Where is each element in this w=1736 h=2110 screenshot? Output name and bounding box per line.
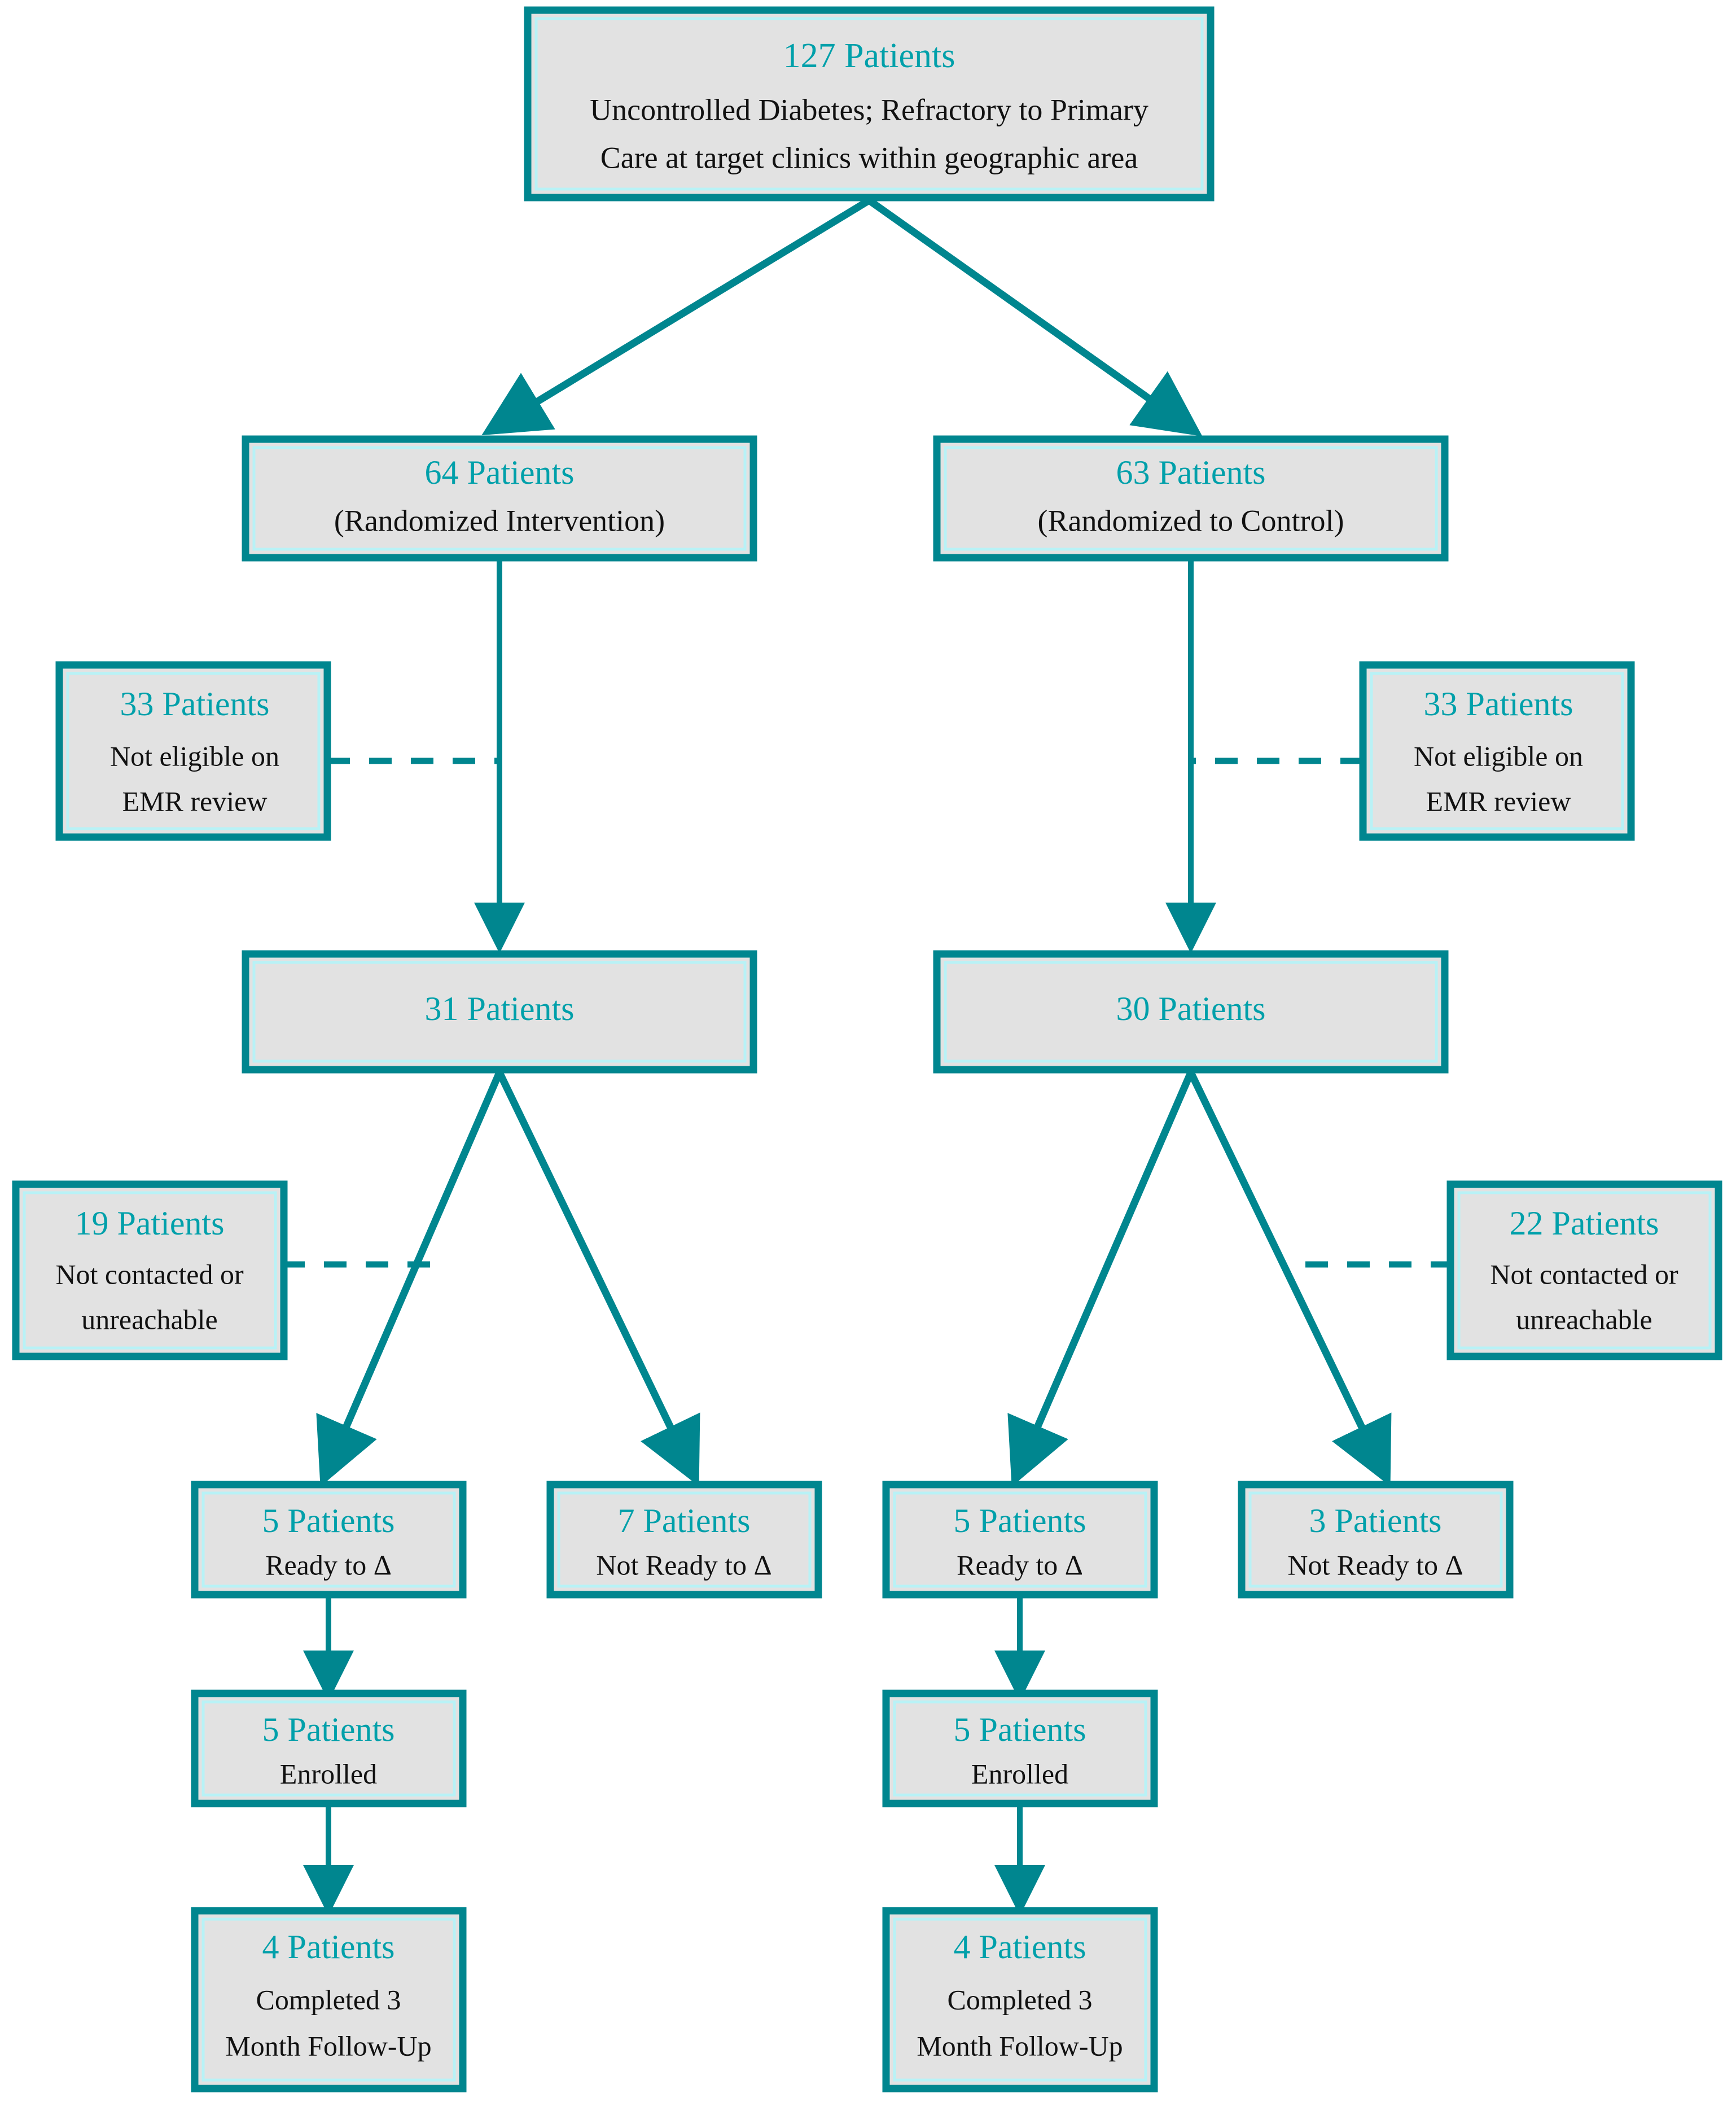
node-ready-right-count: 5 Patients xyxy=(954,1502,1086,1539)
node-unreachable-left-box xyxy=(12,1180,288,1360)
node-unreachable-right[interactable]: 22 Patients Not contacted or unreachable xyxy=(1446,1180,1722,1360)
node-unreachable-left-line2: unreachable xyxy=(81,1303,218,1335)
node-exclusion-right-line1: Not eligible on xyxy=(1414,740,1583,772)
node-enrolled-right-highlight xyxy=(893,1700,1147,1797)
node-intervention-line1: (Randomized Intervention) xyxy=(334,504,665,537)
node-ready-right-box xyxy=(882,1481,1158,1599)
node-followup-right-line1: Completed 3 xyxy=(948,1984,1093,2015)
node-screened-line1: Uncontrolled Diabetes; Refractory to Pri… xyxy=(590,93,1148,126)
node-notready-left-highlight xyxy=(557,1491,812,1588)
node-ready-left-line1: Ready to Δ xyxy=(265,1549,392,1581)
node-enrolled-left-highlight xyxy=(201,1700,456,1797)
node-followup-right-count: 4 Patients xyxy=(954,1928,1086,1965)
node-enrolled-right-box xyxy=(882,1689,1158,1807)
node-followup-left-box xyxy=(191,1907,467,2093)
node-enrolled-right[interactable]: 5 Patients Enrolled xyxy=(882,1689,1158,1807)
node-enrolled-right-count: 5 Patients xyxy=(954,1711,1086,1748)
node-intervention-count: 64 Patients xyxy=(425,454,575,491)
node-exclusion-left[interactable]: 33 Patients Not eligible on EMR review xyxy=(55,661,331,841)
node-enrolled-left-line1: Enrolled xyxy=(280,1758,377,1789)
node-ready-left-box xyxy=(191,1481,467,1599)
node-control-count: 63 Patients xyxy=(1116,454,1266,491)
node-notready-right[interactable]: 3 Patients Not Ready to Δ xyxy=(1238,1481,1514,1599)
node-unreachable-left-highlight xyxy=(23,1191,277,1350)
node-notready-left-line1: Not Ready to Δ xyxy=(596,1549,771,1581)
edge-eligible-right-to-notready xyxy=(1187,1071,1392,1487)
node-exclusion-right[interactable]: 33 Patients Not eligible on EMR review xyxy=(1359,661,1635,841)
node-followup-left[interactable]: 4 Patients Completed 3 Month Follow-Up xyxy=(191,1907,467,2093)
node-notready-right-highlight xyxy=(1248,1491,1503,1588)
node-control[interactable]: 63 Patients (Randomized to Control) xyxy=(933,435,1449,562)
node-followup-left-line1: Completed 3 xyxy=(256,1984,401,2015)
node-screened-box xyxy=(524,6,1215,202)
node-intervention-highlight xyxy=(252,446,747,551)
node-exclusion-right-highlight xyxy=(1370,672,1624,830)
node-exclusion-left-line2: EMR review xyxy=(122,785,268,817)
node-unreachable-right-line1: Not contacted or xyxy=(1490,1258,1678,1290)
node-notready-right-box xyxy=(1238,1481,1514,1599)
node-unreachable-right-box xyxy=(1446,1180,1722,1360)
node-unreachable-right-count: 22 Patients xyxy=(1510,1205,1659,1242)
node-unreachable-left-count: 19 Patients xyxy=(75,1205,225,1242)
node-enrolled-left-box xyxy=(191,1689,467,1807)
node-ready-left-count: 5 Patients xyxy=(262,1502,395,1539)
node-ready-right[interactable]: 5 Patients Ready to Δ xyxy=(882,1481,1158,1599)
node-eligible-left-count: 31 Patients xyxy=(425,990,575,1027)
edge-screened-to-control xyxy=(867,197,1203,437)
node-notready-left-box xyxy=(546,1481,822,1599)
edge-eligible-left-to-ready xyxy=(316,1071,503,1487)
edge-eligible-left-to-notready xyxy=(496,1071,700,1487)
node-enrolled-left-count: 5 Patients xyxy=(262,1711,395,1748)
node-intervention-box xyxy=(242,435,757,562)
node-eligible-left[interactable]: 31 Patients xyxy=(242,950,757,1074)
node-notready-left-count: 7 Patients xyxy=(618,1502,751,1539)
node-ready-right-line1: Ready to Δ xyxy=(957,1549,1083,1581)
node-followup-right-box xyxy=(882,1907,1158,2093)
node-notready-right-line1: Not Ready to Δ xyxy=(1287,1549,1463,1581)
node-notready-left[interactable]: 7 Patients Not Ready to Δ xyxy=(546,1481,822,1599)
node-ready-right-highlight xyxy=(893,1491,1147,1588)
node-exclusion-left-highlight xyxy=(66,672,321,830)
node-unreachable-left-line1: Not contacted or xyxy=(55,1258,244,1290)
node-eligible-right-highlight xyxy=(944,961,1438,1063)
node-unreachable-right-highlight xyxy=(1457,1191,1712,1350)
node-followup-right-line2: Month Follow-Up xyxy=(917,2030,1123,2061)
node-eligible-right[interactable]: 30 Patients xyxy=(933,950,1449,1074)
node-intervention[interactable]: 64 Patients (Randomized Intervention) xyxy=(242,435,757,562)
node-screened-highlight xyxy=(534,17,1204,191)
node-eligible-right-count: 30 Patients xyxy=(1116,990,1266,1027)
node-ready-left-highlight xyxy=(201,1491,456,1588)
node-exclusion-left-count: 33 Patients xyxy=(120,685,270,723)
node-screened-line2: Care at target clinics within geographic… xyxy=(600,141,1138,174)
node-followup-left-highlight xyxy=(201,1918,456,2082)
node-exclusion-left-box xyxy=(55,661,331,841)
edge-eligible-right-to-ready xyxy=(1007,1071,1194,1487)
node-control-box xyxy=(933,435,1449,562)
node-followup-left-line2: Month Follow-Up xyxy=(225,2030,431,2061)
node-enrolled-right-line1: Enrolled xyxy=(971,1758,1068,1789)
node-followup-right-highlight xyxy=(893,1918,1147,2082)
node-ready-left[interactable]: 5 Patients Ready to Δ xyxy=(191,1481,467,1599)
node-control-line1: (Randomized to Control) xyxy=(1038,504,1344,537)
node-exclusion-right-count: 33 Patients xyxy=(1424,685,1573,723)
node-exclusion-left-line1: Not eligible on xyxy=(110,740,279,772)
node-eligible-right-box xyxy=(933,950,1449,1074)
node-screened[interactable]: 127 Patients Uncontrolled Diabetes; Refr… xyxy=(524,6,1215,202)
node-followup-right[interactable]: 4 Patients Completed 3 Month Follow-Up xyxy=(882,1907,1158,2093)
node-control-highlight xyxy=(944,446,1438,551)
node-followup-left-count: 4 Patients xyxy=(262,1928,395,1965)
node-exclusion-right-box xyxy=(1359,661,1635,841)
node-notready-right-count: 3 Patients xyxy=(1309,1502,1442,1539)
node-exclusion-right-line2: EMR review xyxy=(1426,785,1571,817)
edge-screened-to-intervention xyxy=(481,197,871,436)
node-unreachable-left[interactable]: 19 Patients Not contacted or unreachable xyxy=(12,1180,288,1360)
node-unreachable-right-line2: unreachable xyxy=(1516,1303,1652,1335)
node-eligible-left-highlight xyxy=(252,961,747,1063)
node-enrolled-left[interactable]: 5 Patients Enrolled xyxy=(191,1689,467,1807)
node-eligible-left-box xyxy=(242,950,757,1074)
node-screened-count: 127 Patients xyxy=(783,37,955,75)
